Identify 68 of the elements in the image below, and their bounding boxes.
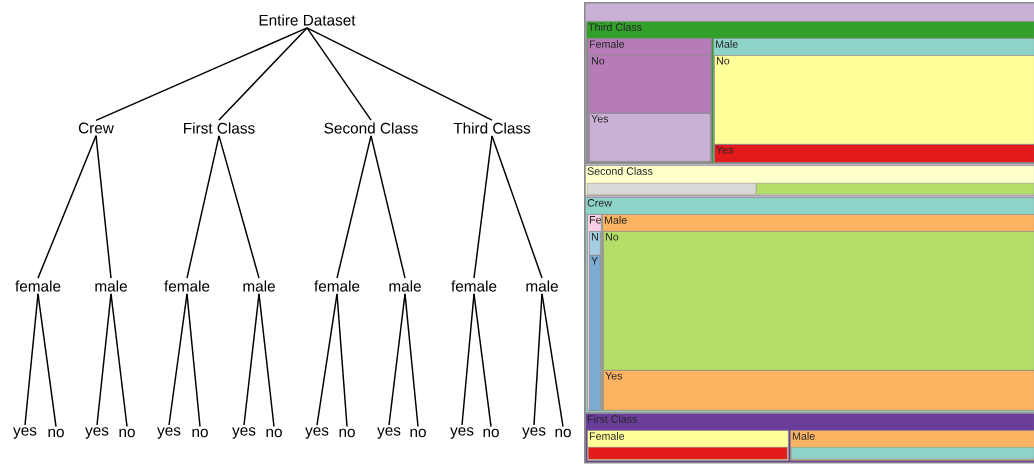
node-label: female (451, 280, 497, 292)
branch-line (243, 293, 260, 426)
branch-line (533, 293, 543, 426)
treemap-cell: No (589, 55, 711, 114)
node-label: yes (13, 427, 37, 439)
treemap-cell: No (603, 231, 1034, 371)
node-label: yes (377, 427, 401, 439)
branch-line (473, 293, 492, 428)
treemap-bar (587, 183, 757, 195)
node-label: no (48, 428, 64, 438)
branch-line (388, 293, 406, 426)
node-label: male (95, 280, 127, 292)
branch-line (306, 27, 493, 121)
node-label: yes (522, 427, 546, 439)
node-label: no (555, 428, 571, 438)
node-label: Third Class (453, 122, 531, 134)
branch-line (95, 27, 308, 122)
node-label: no (483, 428, 499, 438)
branch-line (336, 293, 348, 428)
node-label: no (410, 428, 426, 438)
node-label: male (526, 280, 558, 292)
node-label: Second Class (324, 122, 418, 134)
branch-line (370, 135, 406, 279)
node-label: female (314, 280, 360, 292)
node-label: yes (157, 427, 181, 439)
node-label: no (339, 428, 355, 438)
branch-line (491, 135, 543, 279)
branch-line (95, 134, 112, 279)
node-label: female (164, 280, 210, 292)
treemap-cell: Yes (589, 113, 711, 162)
branch-line (541, 293, 564, 428)
branch-line (473, 135, 493, 279)
branch-line (110, 293, 128, 428)
treemap-cell: Yes (714, 144, 1034, 163)
branch-line (186, 135, 220, 279)
node-label: yes (85, 427, 109, 439)
node-label: male (389, 280, 421, 292)
branch-line (218, 135, 260, 279)
branch-line (37, 134, 97, 279)
branch-line (186, 293, 201, 428)
node-label: Entire Dataset (259, 14, 356, 26)
treemap-bar (756, 183, 1034, 195)
treemap-cell: N (589, 231, 601, 256)
branch-line (96, 293, 112, 426)
node-label: no (192, 428, 208, 438)
treemap-cell: Y (589, 255, 601, 411)
node-label: male (243, 280, 275, 292)
node-label: yes (450, 427, 474, 439)
treemap-bar (791, 447, 1034, 460)
treemap-cell: Yes (603, 370, 1034, 411)
branch-line (168, 293, 188, 426)
node-label: yes (305, 427, 329, 439)
branch-line (218, 27, 308, 121)
node-label: female (15, 280, 61, 292)
node-label: First Class (184, 122, 255, 134)
node-label: no (119, 428, 135, 438)
treemap-cell: No (714, 55, 1034, 145)
branch-line (336, 135, 372, 279)
branch-line (404, 293, 419, 428)
node-label: no (266, 428, 282, 438)
branch-line (24, 293, 39, 426)
branch-line (37, 293, 57, 428)
branch-line (461, 293, 475, 426)
node-label: yes (232, 427, 256, 439)
branch-line (306, 27, 372, 121)
branch-line (258, 293, 275, 428)
treemap-bar (588, 447, 788, 460)
node-label: Crew (78, 122, 114, 134)
